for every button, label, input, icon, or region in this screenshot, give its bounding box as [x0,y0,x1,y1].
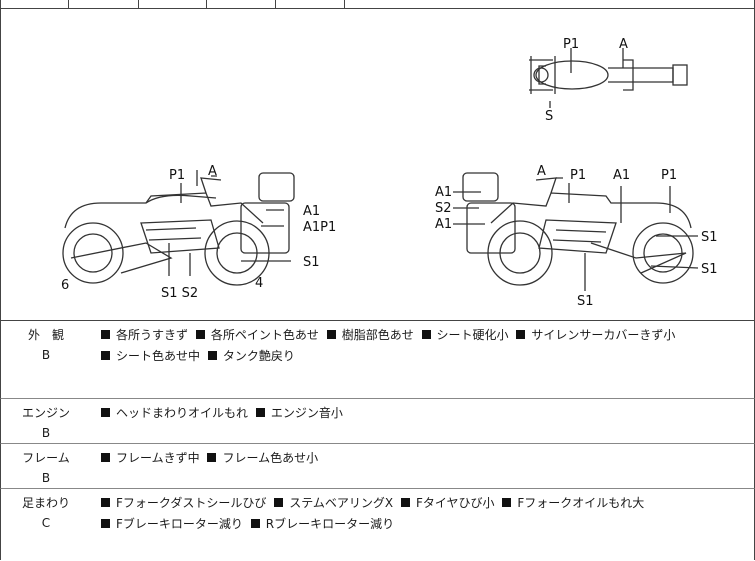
label-left-a: A [208,164,217,179]
condition-item: エンジン音小 [252,406,343,420]
condition-item: 各所うすきず [97,328,188,342]
label-right-p1-a: P1 [570,168,586,183]
divider [275,0,276,8]
condition-item: ステムベアリングX [270,496,393,510]
bullet-square-icon [274,498,284,507]
condition-items: 各所うすきず 各所ペイント色あせ 樹脂部色あせ シート硬化小 サイレンサーカバー… [97,321,750,367]
label-top-s: S [545,109,553,124]
motorcycle-top-view [529,56,688,94]
divider [206,0,207,8]
label-top-p1: P1 [563,37,579,52]
condition-item: Fフォークダストシールひび [97,496,266,510]
condition-items: Fフォークダストシールひび ステムベアリングX Fタイヤひび小 Fフォークオイル… [97,489,750,535]
label-left-p1: P1 [169,168,185,183]
category-grade: B [41,348,51,362]
bullet-square-icon [207,351,217,360]
condition-items: フレームきず中 フレーム色あせ小 [97,444,750,469]
bullet-square-icon [516,330,526,339]
divider [0,0,1,8]
category-name: 足まわり [21,496,70,510]
bullet-square-icon [326,330,336,339]
condition-row-exterior: 外 観 B 各所うすきず 各所ペイント色あせ 樹脂部色あせ シート硬化小 サイレ… [0,321,755,399]
label-right-s2: S2 [435,201,452,216]
label-right-s1-b: S1 [701,262,718,277]
label-right-s1-bottom: S1 [577,294,594,309]
label-left-a1p1: A1P1 [303,220,336,235]
bullet-square-icon [195,330,205,339]
condition-item: フレームきず中 [97,451,200,465]
condition-row-engine: エンジン B ヘッドまわりオイルもれ エンジン音小 [0,399,755,444]
divider [344,0,345,8]
condition-item: Fタイヤひび小 [397,496,495,510]
motorcycle-left-view [62,172,295,286]
label-left-a1: A1 [303,204,320,219]
bullet-square-icon [101,408,110,417]
condition-item: 樹脂部色あせ [323,328,414,342]
label-right-p1-b: P1 [661,168,677,183]
condition-item: Fフォークオイルもれ大 [498,496,644,510]
condition-item: ヘッドまわりオイルもれ [97,406,248,420]
condition-item: Rブレーキローター減り [247,517,394,531]
condition-item: 各所ペイント色あせ [192,328,319,342]
condition-item: Fブレーキローター減り [97,517,243,531]
bullet-square-icon [101,330,110,339]
condition-item: シート色あせ中 [97,349,200,363]
category-cell: 足まわり C [1,489,91,533]
condition-row-frame: フレーム B フレームきず中 フレーム色あせ小 [0,444,755,489]
divider [138,0,139,8]
category-grade: C [41,516,51,530]
condition-items: ヘッドまわりオイルもれ エンジン音小 [97,399,750,424]
label-left-s1s2: S1 S2 [161,286,198,301]
motorcycle-right-view [462,172,694,286]
category-cell: フレーム B [1,444,91,488]
condition-row-suspension: 足まわり C Fフォークダストシールひび ステムベアリングX Fタイヤひび小 F… [0,489,755,560]
bullet-square-icon [502,498,512,507]
label-top-a: A [619,37,628,52]
condition-item: タンク艶戻り [204,349,295,363]
category-name: フレーム [22,451,70,465]
label-left-six: 6 [61,278,69,293]
label-left-s1: S1 [303,255,320,270]
motorcycle-diagram: P1 A S P1 A A1 A1P1 S1 6 4 S1 S2 A1 S2 A… [61,37,718,309]
label-right-a: A [537,164,546,179]
category-grade: B [41,471,51,485]
condition-item: シート硬化小 [418,328,509,342]
condition-item: サイレンサーカバーきず小 [512,328,675,342]
label-right-a1-mid: A1 [613,168,630,183]
label-right-s1-a: S1 [701,230,718,245]
category-cell: 外 観 B [1,321,91,365]
category-cell: エンジン B [1,399,91,443]
bullet-square-icon [101,519,110,528]
bullet-square-icon [101,351,110,360]
bullet-square-icon [207,453,217,462]
divider [68,0,69,8]
damage-diagram: P1 A S P1 A A1 A1P1 S1 6 4 S1 S2 A1 S2 A… [0,8,755,321]
bullet-square-icon [400,498,410,507]
bullet-square-icon [421,330,431,339]
label-right-a1-top: A1 [435,185,452,200]
label-left-four: 4 [255,276,263,291]
category-name: 外 観 [27,328,64,342]
category-grade: B [41,426,51,440]
condition-table: 外 観 B 各所うすきず 各所ペイント色あせ 樹脂部色あせ シート硬化小 サイレ… [0,321,755,560]
bullet-square-icon [101,498,110,507]
label-right-a1-bottom: A1 [435,217,452,232]
condition-item: フレーム色あせ小 [203,451,318,465]
bullet-square-icon [101,453,110,462]
bullet-square-icon [250,519,260,528]
category-name: エンジン [21,406,70,420]
bullet-square-icon [255,408,265,417]
